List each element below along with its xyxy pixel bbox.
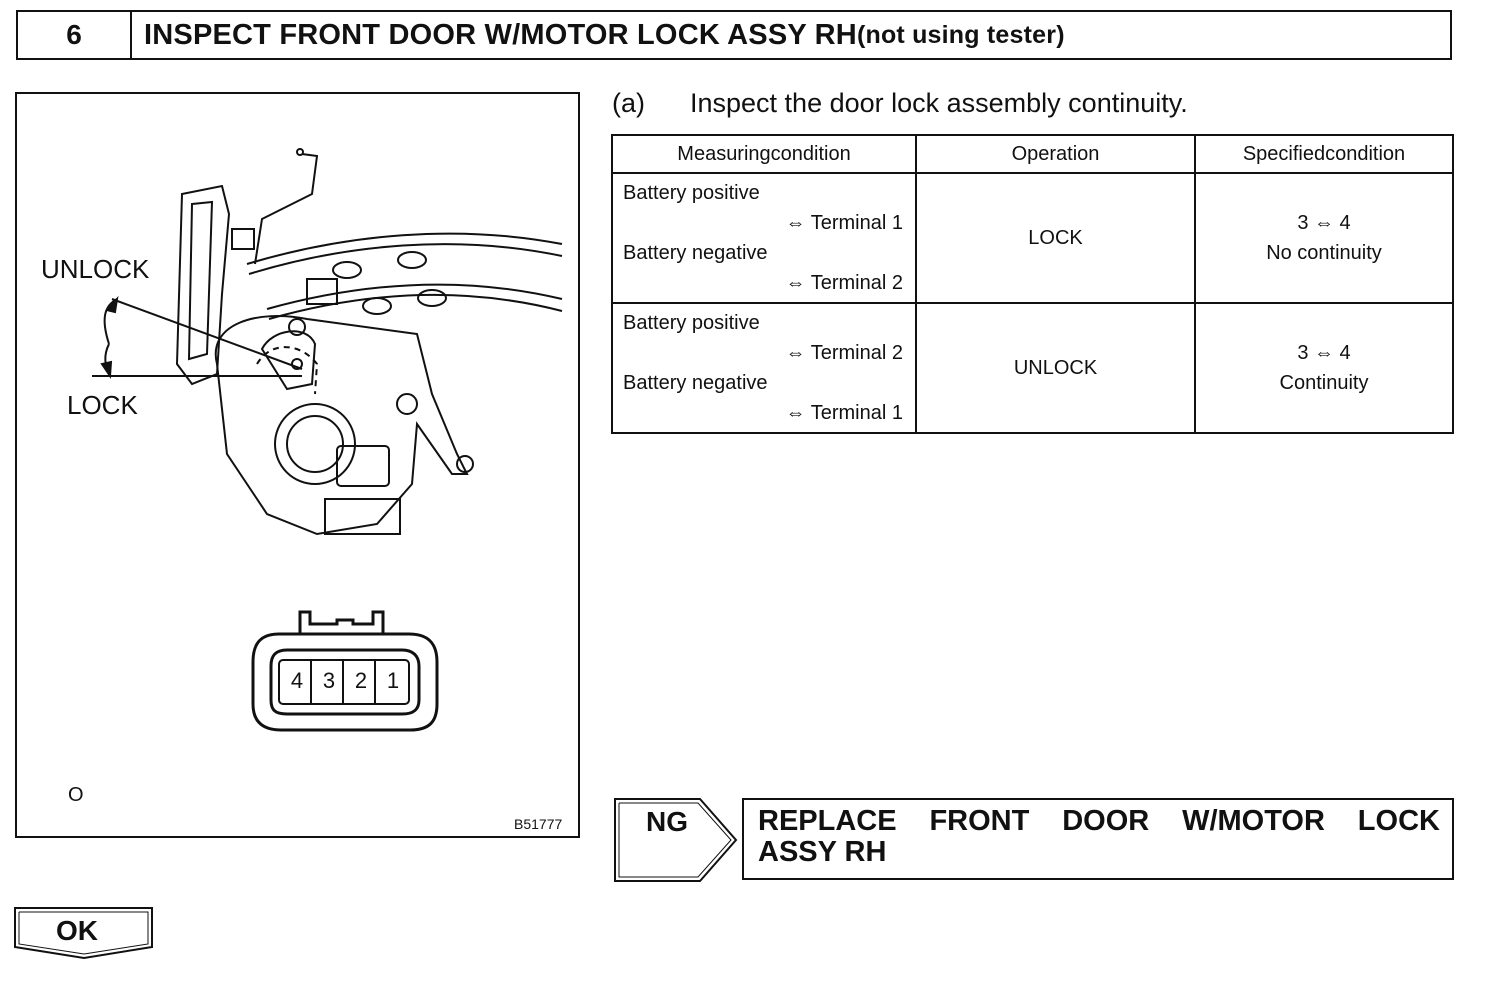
instruction: (a) Inspect the door lock assembly contin… <box>612 88 1188 119</box>
ng-action-word: W/MOTOR <box>1182 805 1325 837</box>
ng-label: NG <box>646 806 688 837</box>
ng-action-word: FRONT <box>929 805 1030 837</box>
ng-action-line2: ASSY RH <box>758 836 887 868</box>
instruction-letter: (a) <box>612 88 645 118</box>
condition-line: ⇔ Terminal 1 <box>785 212 903 234</box>
condition-line: ⇔ Terminal 2 <box>785 342 903 364</box>
ok-arrow-shape <box>14 907 153 960</box>
spec-line: No continuity <box>1266 242 1382 264</box>
ng-result-arrow: NG <box>614 798 738 882</box>
column-header-specified-condition: Specifiedcondition <box>1194 134 1454 174</box>
condition-line: Battery positive <box>623 182 760 204</box>
condition-line: ⇔ Terminal 1 <box>785 402 903 424</box>
step-title: INSPECT FRONT DOOR W/MOTOR LOCK ASSY RH(… <box>130 10 1452 60</box>
measuring-condition-cell: Battery positive ⇔ Terminal 2 Battery ne… <box>611 302 917 434</box>
specified-condition-cell: 3 ⇔ 4 Continuity <box>1194 302 1454 434</box>
ng-action-box: REPLACE FRONT DOOR W/MOTOR LOCK ASSY RH <box>742 798 1454 880</box>
operation-cell: UNLOCK <box>915 302 1196 434</box>
ng-action-word: REPLACE <box>758 805 897 837</box>
operation-cell: LOCK <box>915 172 1196 304</box>
terminal-4-label: 4 <box>290 668 304 693</box>
ok-label: OK <box>56 915 98 946</box>
door-lock-figure: UNLOCK LOCK 4 3 2 1 O B51777 <box>15 92 580 838</box>
door-lock-illustration <box>92 148 563 732</box>
condition-line: Battery positive <box>623 312 760 334</box>
condition-line: Battery negative <box>623 372 768 394</box>
corner-mark: O <box>68 784 84 806</box>
lock-label: LOCK <box>67 390 138 420</box>
unlock-label: UNLOCK <box>41 254 150 284</box>
step-title-main: INSPECT FRONT DOOR W/MOTOR LOCK ASSY RH <box>144 18 857 51</box>
specified-condition-cell: 3 ⇔ 4 No continuity <box>1194 172 1454 304</box>
table-row: Battery positive ⇔ Terminal 1 Battery ne… <box>611 172 1454 304</box>
continuity-table: Measuringcondition Operation Specifiedco… <box>611 134 1454 434</box>
ng-action-word: DOOR <box>1062 805 1150 837</box>
terminal-3-label: 3 <box>322 668 336 693</box>
column-header-operation: Operation <box>915 134 1196 174</box>
step-title-sub: (not using tester) <box>856 20 1065 49</box>
ng-action-word: LOCK <box>1357 805 1440 837</box>
spec-line: 3 ⇔ 4 <box>1297 212 1351 234</box>
ng-action-line1: REPLACE FRONT DOOR W/MOTOR LOCK <box>758 806 1440 837</box>
condition-line: Battery negative <box>623 242 768 264</box>
terminal-1-label: 1 <box>386 668 400 693</box>
spec-line: 3 ⇔ 4 <box>1297 342 1351 364</box>
instruction-text: Inspect the door lock assembly continuit… <box>690 88 1188 118</box>
table-row: Battery positive ⇔ Terminal 2 Battery ne… <box>611 302 1454 434</box>
ok-result-arrow: OK <box>14 907 154 960</box>
figure-code: B51777 <box>514 816 563 832</box>
column-header-measuring-condition: Measuringcondition <box>611 134 917 174</box>
spec-line: Continuity <box>1279 372 1369 394</box>
terminal-2-label: 2 <box>354 668 368 693</box>
table-header-row: Measuringcondition Operation Specifiedco… <box>611 134 1454 174</box>
condition-line: ⇔ Terminal 2 <box>785 272 903 294</box>
measuring-condition-cell: Battery positive ⇔ Terminal 1 Battery ne… <box>611 172 917 304</box>
step-number: 6 <box>16 10 130 60</box>
ng-arrow-shape <box>614 798 738 882</box>
